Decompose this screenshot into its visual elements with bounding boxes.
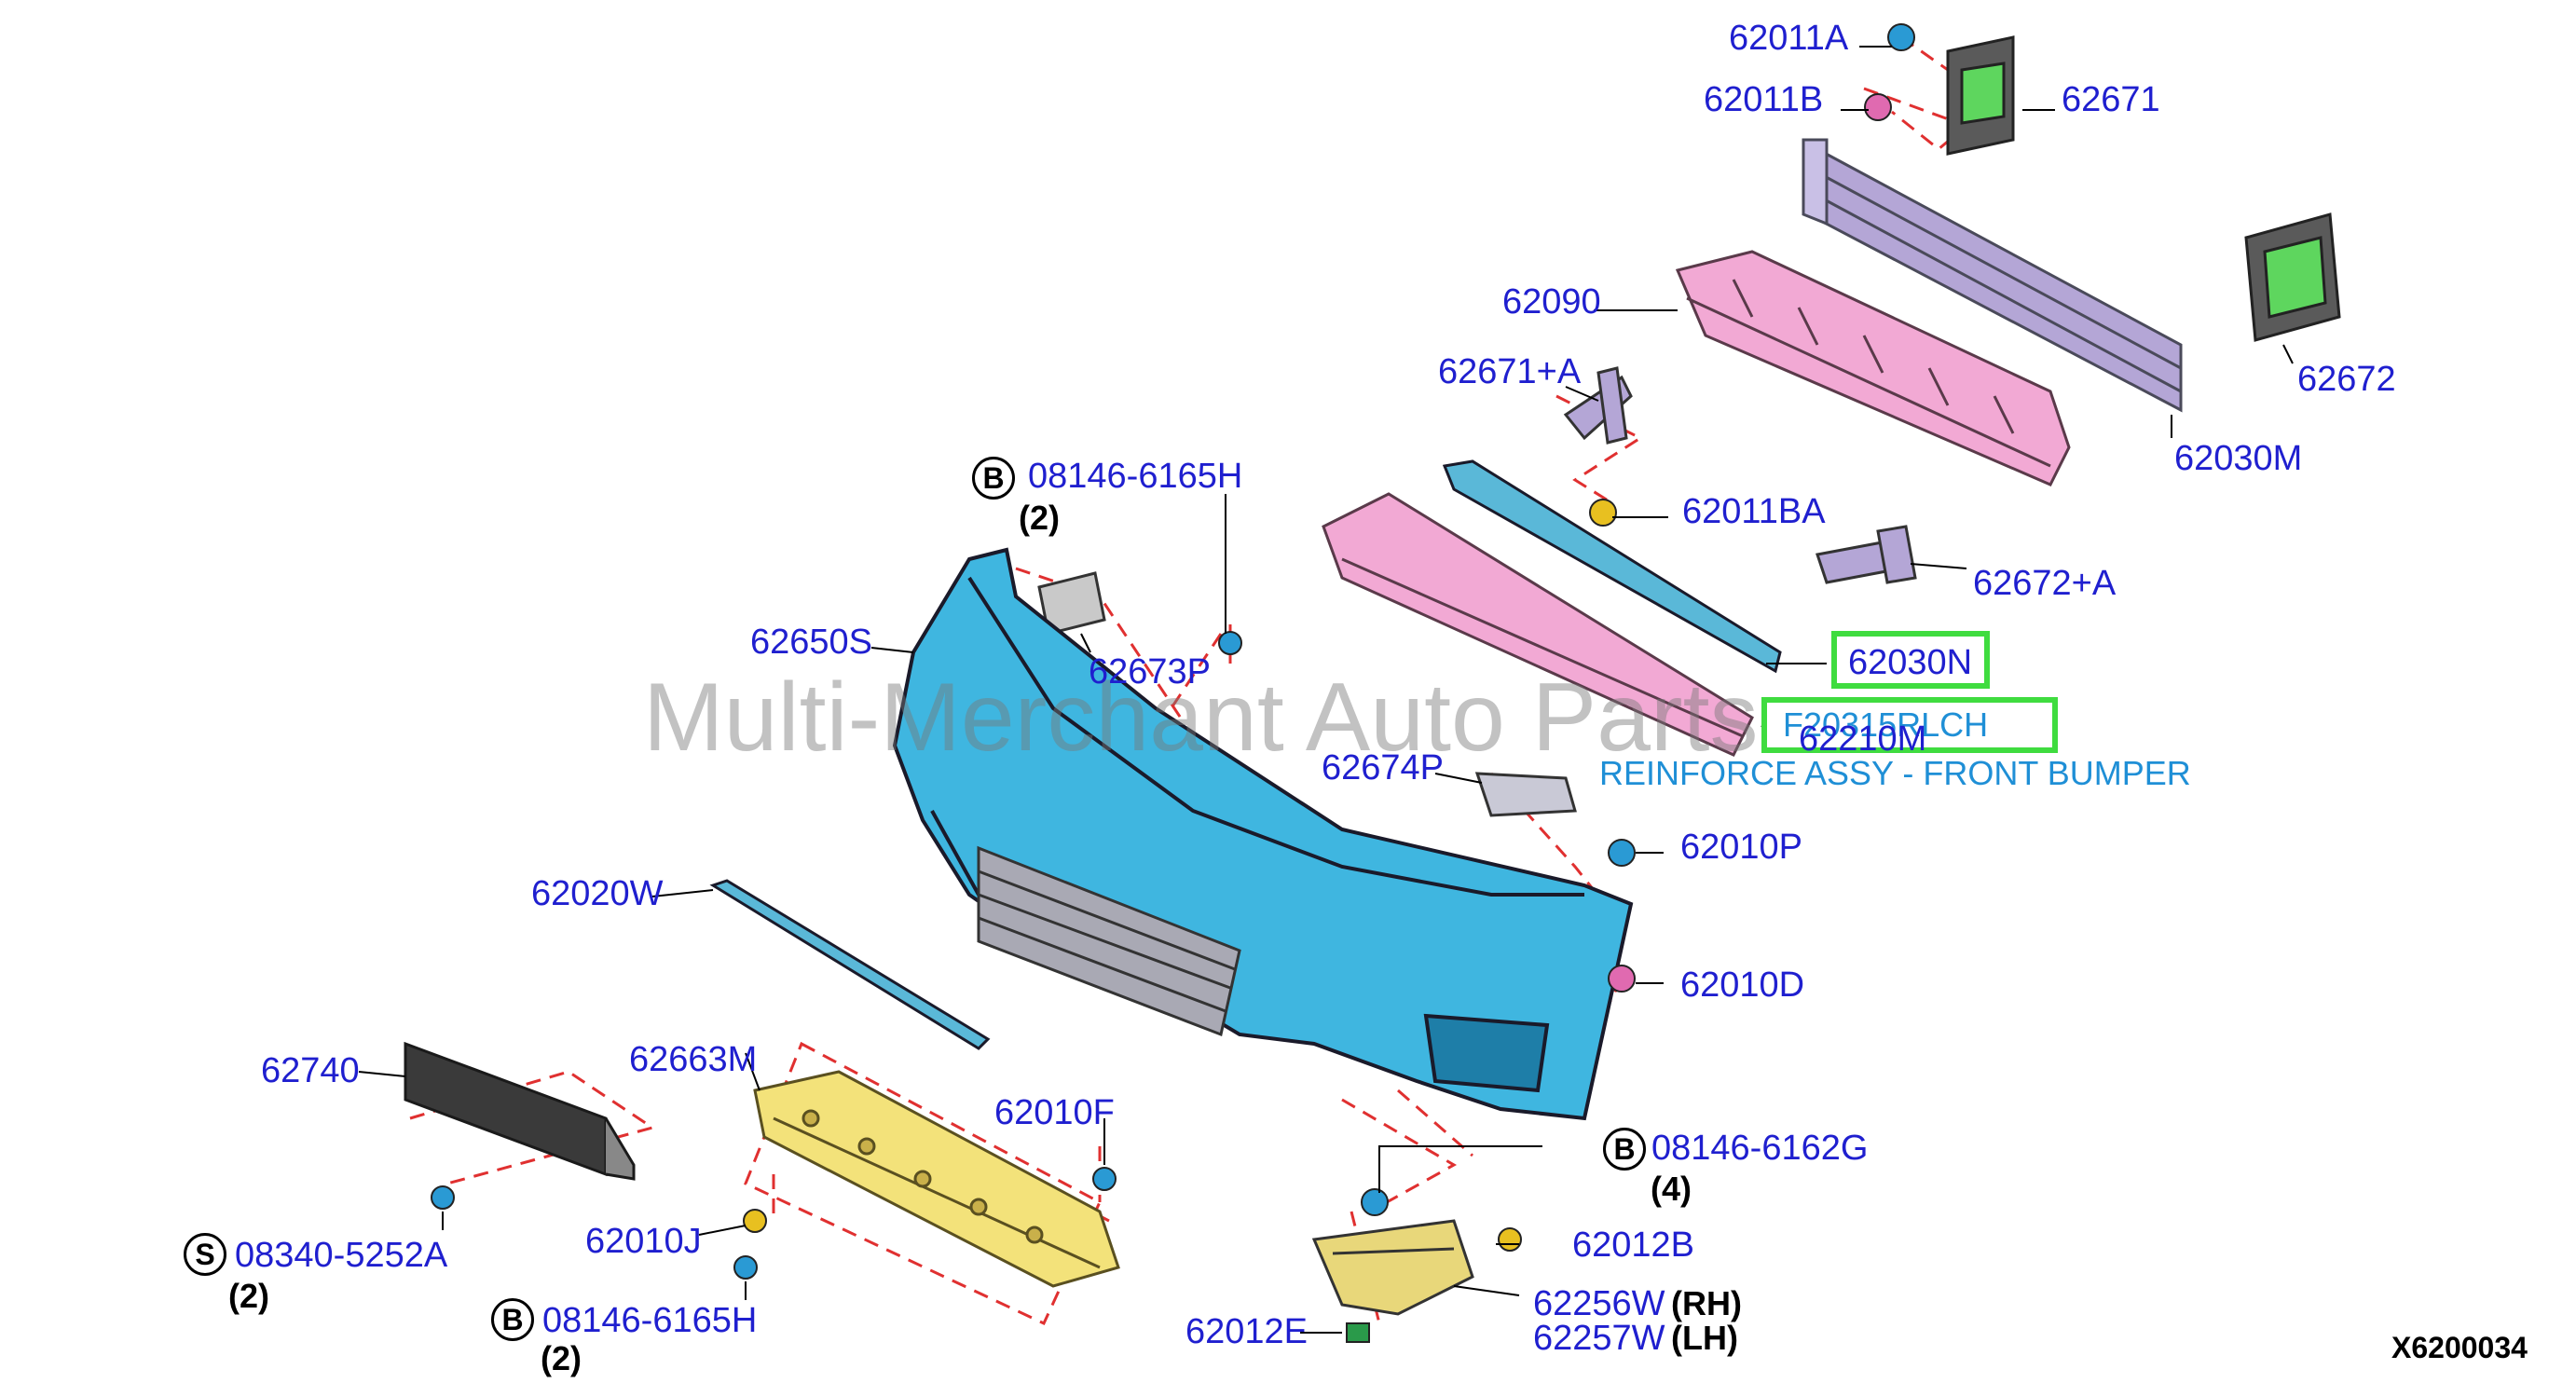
highlight-description: REINFORCE ASSY - FRONT BUMPER [1599,754,2191,792]
label-62010P[interactable]: 62010P [1680,828,1803,867]
label-62671A[interactable]: 62671+A [1438,352,1582,391]
label-62030M[interactable]: 62030M [2174,439,2303,478]
diagram-code: X6200034 [2391,1331,2528,1364]
highlight-box-sku[interactable] [1761,697,2058,753]
label-62020W[interactable]: 62020W [531,874,664,913]
label-62663M[interactable]: 62663M [629,1040,758,1079]
label-62672[interactable]: 62672 [2297,360,2396,399]
label-62011A[interactable]: 62011A [1729,19,1849,58]
label-62740[interactable]: 62740 [261,1051,360,1090]
fog-bracket-62256W [1311,1219,1474,1316]
label-62090[interactable]: 62090 [1502,282,1601,322]
label-62030N[interactable]: 62030N [1848,643,1973,682]
label-62210M[interactable]: 62210M [1799,719,1927,759]
badge-s-5252A: S [184,1233,226,1276]
label-62256W[interactable]: 62256W [1533,1284,1665,1323]
label-62650S[interactable]: 62650S [750,623,873,662]
qty-5252A: (2) [228,1277,269,1315]
label-08146-6165H-top[interactable]: 08146-6165H [1028,457,1243,496]
plate-bracket-62740 [404,1041,636,1181]
badge-b-top: B [972,457,1015,500]
rear-reinforcement-beam [1802,138,2183,413]
label-62010D[interactable]: 62010D [1680,965,1805,1005]
bracket-62671A [1563,366,1633,445]
side-rh: (RH) [1671,1284,1742,1322]
undercover-62663M [753,1070,1120,1288]
leader-lines [358,46,2294,1334]
qty-bolt-bottom: (2) [541,1339,582,1377]
label-08340-5252A[interactable]: 08340-5252A [235,1236,448,1275]
bracket-62672A [1816,525,1917,584]
bracket-62671 [1946,35,2015,156]
qty-6162G: (4) [1651,1170,1692,1208]
label-62011BA[interactable]: 62011BA [1682,492,1826,531]
bracket-62674P [1474,772,1577,817]
label-62674P[interactable]: 62674P [1322,748,1445,787]
highlight-sku[interactable]: F20315RLCH [1783,705,1989,744]
label-62010F[interactable]: 62010F [994,1093,1115,1132]
label-62012E[interactable]: 62012E [1185,1312,1309,1351]
label-62672A[interactable]: 62672+A [1973,564,2117,603]
side-lh: (LH) [1671,1319,1738,1357]
label-62011B[interactable]: 62011B [1704,80,1824,119]
bracket-62672 [2244,212,2341,342]
bumper-fascia [892,547,1634,1121]
qty-top-bolt: (2) [1019,499,1060,537]
trim-62020W [709,879,991,1050]
grille [977,845,1241,1037]
fasteners [431,23,1915,1343]
label-62010J[interactable]: 62010J [585,1222,702,1261]
highlight-box-62030N[interactable] [1831,631,1990,689]
label-62012B[interactable]: 62012B [1572,1226,1695,1265]
label-08146-6162G[interactable]: 08146-6162G [1651,1129,1869,1168]
absorber-62210M [1322,492,1754,757]
label-08146-6165H-bottom[interactable]: 08146-6165H [542,1301,758,1340]
badge-b-6162G: B [1603,1128,1646,1171]
front-reinforcement-62030N [1442,459,1782,674]
label-62257W[interactable]: 62257W [1533,1319,1665,1358]
badge-b-bottom: B [491,1298,534,1341]
label-62671[interactable]: 62671 [2062,80,2160,119]
label-62673P[interactable]: 62673P [1089,652,1212,692]
watermark: Multi-Merchant Auto Parts [643,664,1759,772]
energy-absorber-62090 [1675,250,2071,486]
